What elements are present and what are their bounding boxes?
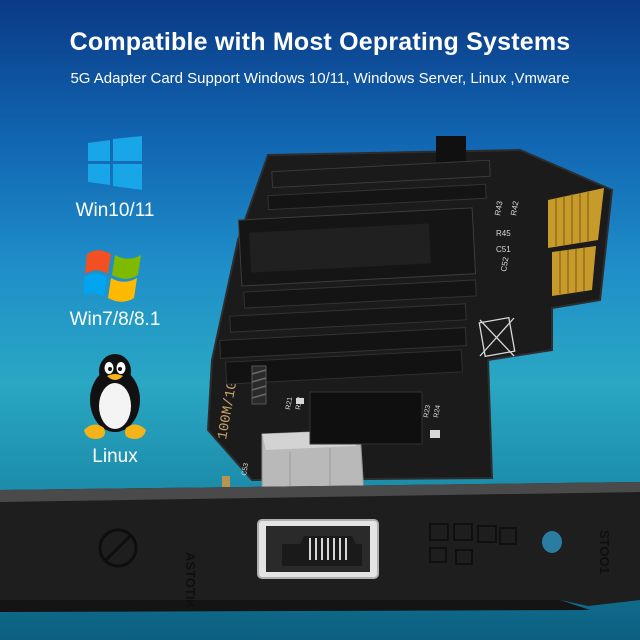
label-r24: R24 (433, 404, 442, 418)
linux-tux-icon (80, 352, 150, 440)
bracket-led-symbols-icon (429, 523, 517, 565)
headline: Compatible with Most Oeprating Systems (69, 28, 571, 56)
bracket-brand-text: ASTOTIK (183, 552, 198, 609)
os-label-win7: Win7/8/8.1 (69, 309, 161, 330)
windows-10-logo-icon (88, 136, 142, 190)
label-r42: R42 (509, 200, 521, 217)
bracket-model-text: STOO1 (597, 530, 612, 574)
gold-fingers (548, 188, 604, 248)
label-c53: C53 (241, 462, 250, 476)
label-c51: C51 (496, 245, 511, 254)
bracket-screw-hole (542, 531, 562, 553)
windows-7-logo-icon (84, 246, 144, 304)
weee-symbol-icon (478, 316, 516, 358)
bracket-logo-icon (98, 528, 138, 568)
label-r23: R23 (423, 404, 432, 418)
rj45-port-icon (257, 519, 379, 579)
label-r43: R43 (493, 200, 505, 217)
subheadline: 5G Adapter Card Support Windows 10/11, W… (70, 70, 570, 87)
label-r45: R45 (496, 229, 511, 238)
os-label-linux: Linux (92, 446, 138, 467)
os-label-win10: Win10/11 (75, 200, 155, 221)
label-c52: C52 (499, 256, 511, 273)
heatsink (219, 136, 491, 405)
label-r21: R21 (285, 396, 294, 410)
